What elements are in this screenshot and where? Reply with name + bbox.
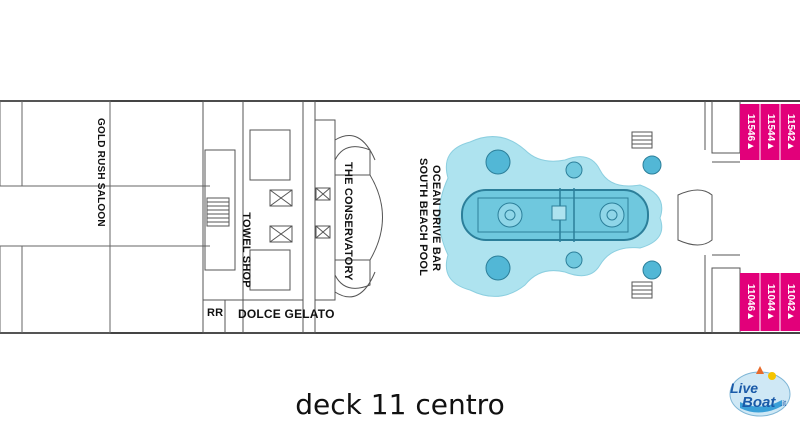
hot-tub (642, 155, 662, 175)
pool-area (438, 136, 663, 297)
cabin-11044: 11044▲ (765, 283, 777, 321)
cabin-block-top (740, 104, 800, 160)
cabin-11042: 11042▲ (785, 283, 797, 321)
cabin-11542: 11542▲ (785, 113, 797, 151)
fountain-icon (497, 202, 523, 228)
cabin-block-bottom (740, 273, 800, 331)
south-beach-pool-label: SOUTH BEACH POOL (417, 157, 429, 277)
deck-caption: deck 11 centro (295, 388, 505, 421)
logo-suffix: .it (780, 399, 787, 408)
liveboat-logo: Live Boat .it (720, 362, 796, 422)
saloon-zone (0, 100, 210, 334)
ocean-drive-bar-label: OCEAN DRIVE BAR (430, 165, 442, 272)
globe-icon (729, 366, 791, 417)
restroom-label: RR (207, 307, 224, 319)
logo-line2: Boat (742, 394, 776, 411)
hot-tub (485, 149, 511, 175)
hot-tub (642, 260, 662, 280)
gold-rush-saloon-label: GOLD RUSH SALOON (95, 118, 106, 227)
the-conservatory-label: THE CONSERVATORY (342, 162, 354, 281)
hot-tub (485, 255, 511, 281)
fountain-icon (599, 202, 625, 228)
conservatory-zone (314, 119, 383, 301)
aft-zone (677, 100, 741, 334)
cabin-11546: 11546▲ (745, 113, 757, 151)
cabin-11544: 11544▲ (765, 113, 777, 151)
pool-stairs (631, 131, 653, 299)
dolce-gelato-label: DOLCE GELATO (238, 307, 335, 321)
towel-shop-label: TOWEL SHOP (240, 212, 252, 288)
logo-line1: Live (730, 380, 759, 396)
service-core (202, 100, 316, 334)
cabin-11046: 11046▲ (745, 283, 757, 321)
